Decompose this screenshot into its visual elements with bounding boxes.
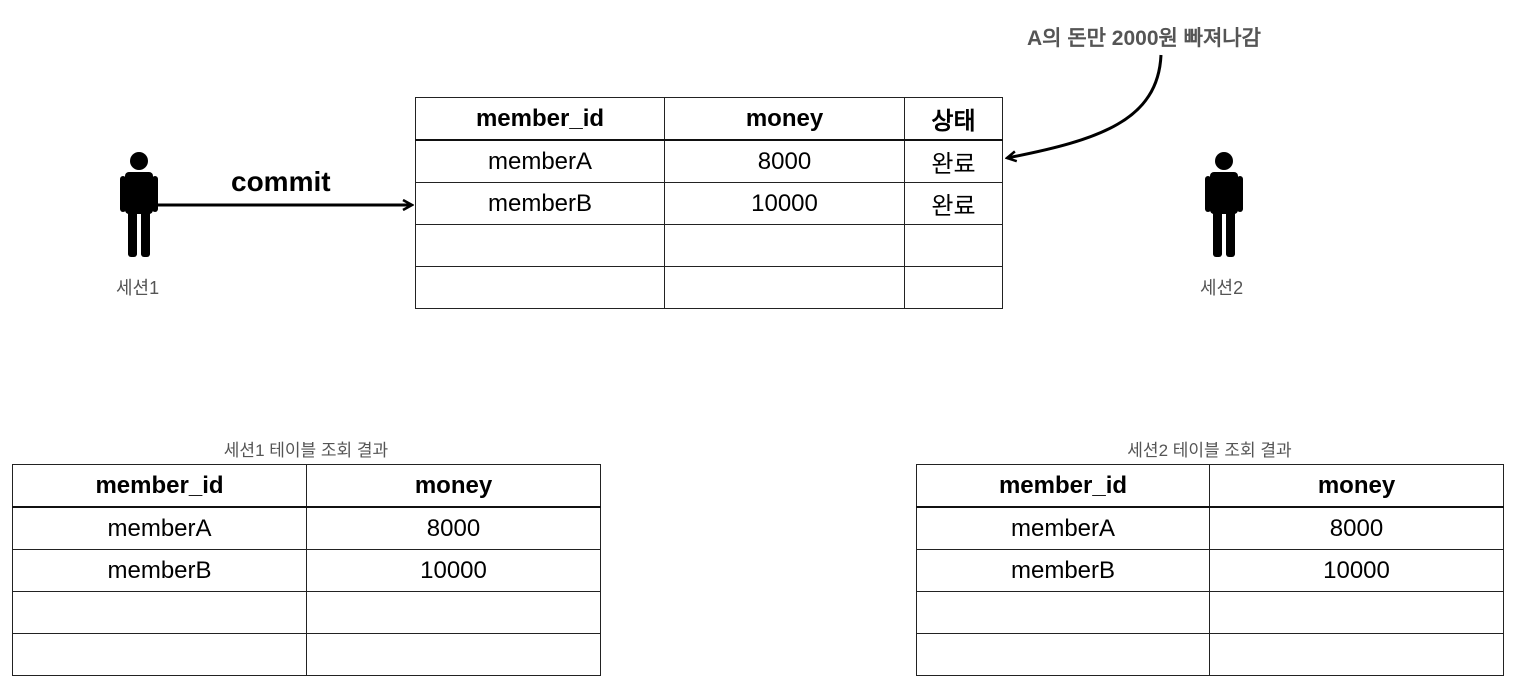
column-header: member_id bbox=[916, 464, 1210, 508]
table-row: memberB 10000 bbox=[12, 549, 601, 592]
session2-header-row: member_id money bbox=[916, 464, 1504, 508]
annotation-text: A의 돈만 2000원 빠져나감 bbox=[1027, 27, 1261, 50]
table-cell bbox=[306, 591, 601, 634]
table-row: memberB 10000 bbox=[916, 549, 1504, 592]
table-cell bbox=[415, 266, 665, 309]
table-row bbox=[916, 633, 1504, 676]
table-row bbox=[916, 591, 1504, 634]
table-cell bbox=[12, 591, 307, 634]
table-cell bbox=[1209, 633, 1504, 676]
session2-result-table: member_id money memberA 8000 memberB 100… bbox=[916, 464, 1504, 676]
annotation-arrow bbox=[1007, 54, 1163, 158]
column-header: money bbox=[1209, 464, 1504, 508]
table-cell bbox=[664, 224, 905, 267]
table-cell: 10000 bbox=[664, 182, 905, 225]
table-cell: 완료 bbox=[904, 182, 1003, 225]
table-cell: memberB bbox=[12, 549, 307, 592]
session2-label: 세션2 bbox=[1200, 278, 1244, 298]
session2-person-icon bbox=[1205, 152, 1243, 257]
table-row bbox=[12, 633, 601, 676]
main-table: member_id money 상태 memberA 8000 완료 membe… bbox=[415, 97, 1003, 309]
table-cell: 8000 bbox=[1209, 506, 1504, 550]
table-row: memberA 8000 완료 bbox=[415, 139, 1003, 183]
table-cell: memberB bbox=[415, 182, 665, 225]
table-row: memberA 8000 bbox=[916, 506, 1504, 550]
table-row bbox=[415, 266, 1003, 309]
table-cell bbox=[306, 633, 601, 676]
table-cell: 10000 bbox=[306, 549, 601, 592]
table-cell bbox=[664, 266, 905, 309]
table-cell: 8000 bbox=[306, 506, 601, 550]
column-header: member_id bbox=[415, 97, 665, 141]
table-cell: 완료 bbox=[904, 139, 1003, 183]
table-row: memberA 8000 bbox=[12, 506, 601, 550]
table-cell: memberA bbox=[415, 139, 665, 183]
table-cell bbox=[916, 591, 1210, 634]
column-header: member_id bbox=[12, 464, 307, 508]
session1-header-row: member_id money bbox=[12, 464, 601, 508]
table-cell bbox=[904, 224, 1003, 267]
main-table-header-row: member_id money 상태 bbox=[415, 97, 1003, 141]
table-row: memberB 10000 완료 bbox=[415, 182, 1003, 225]
session1-person-icon bbox=[120, 152, 158, 257]
table-cell: 10000 bbox=[1209, 549, 1504, 592]
table-row bbox=[12, 591, 601, 634]
table-row bbox=[415, 224, 1003, 267]
session2-result-caption: 세션2 테이블 조회 결과 bbox=[1127, 441, 1292, 460]
table-cell bbox=[415, 224, 665, 267]
session1-result-caption: 세션1 테이블 조회 결과 bbox=[223, 441, 389, 460]
column-header: 상태 bbox=[904, 97, 1003, 141]
table-cell-highlighted: 8000 bbox=[664, 139, 905, 183]
column-header: money bbox=[664, 97, 905, 141]
session1-label: 세션1 bbox=[116, 278, 160, 298]
table-cell bbox=[916, 633, 1210, 676]
column-header: money bbox=[306, 464, 601, 508]
table-cell bbox=[904, 266, 1003, 309]
session1-result-table: member_id money memberA 8000 memberB 100… bbox=[12, 464, 601, 676]
table-cell: memberA bbox=[916, 506, 1210, 550]
table-cell bbox=[12, 633, 307, 676]
table-cell: memberA bbox=[12, 506, 307, 550]
table-cell bbox=[1209, 591, 1504, 634]
table-cell: memberB bbox=[916, 549, 1210, 592]
commit-label: commit bbox=[231, 166, 331, 197]
